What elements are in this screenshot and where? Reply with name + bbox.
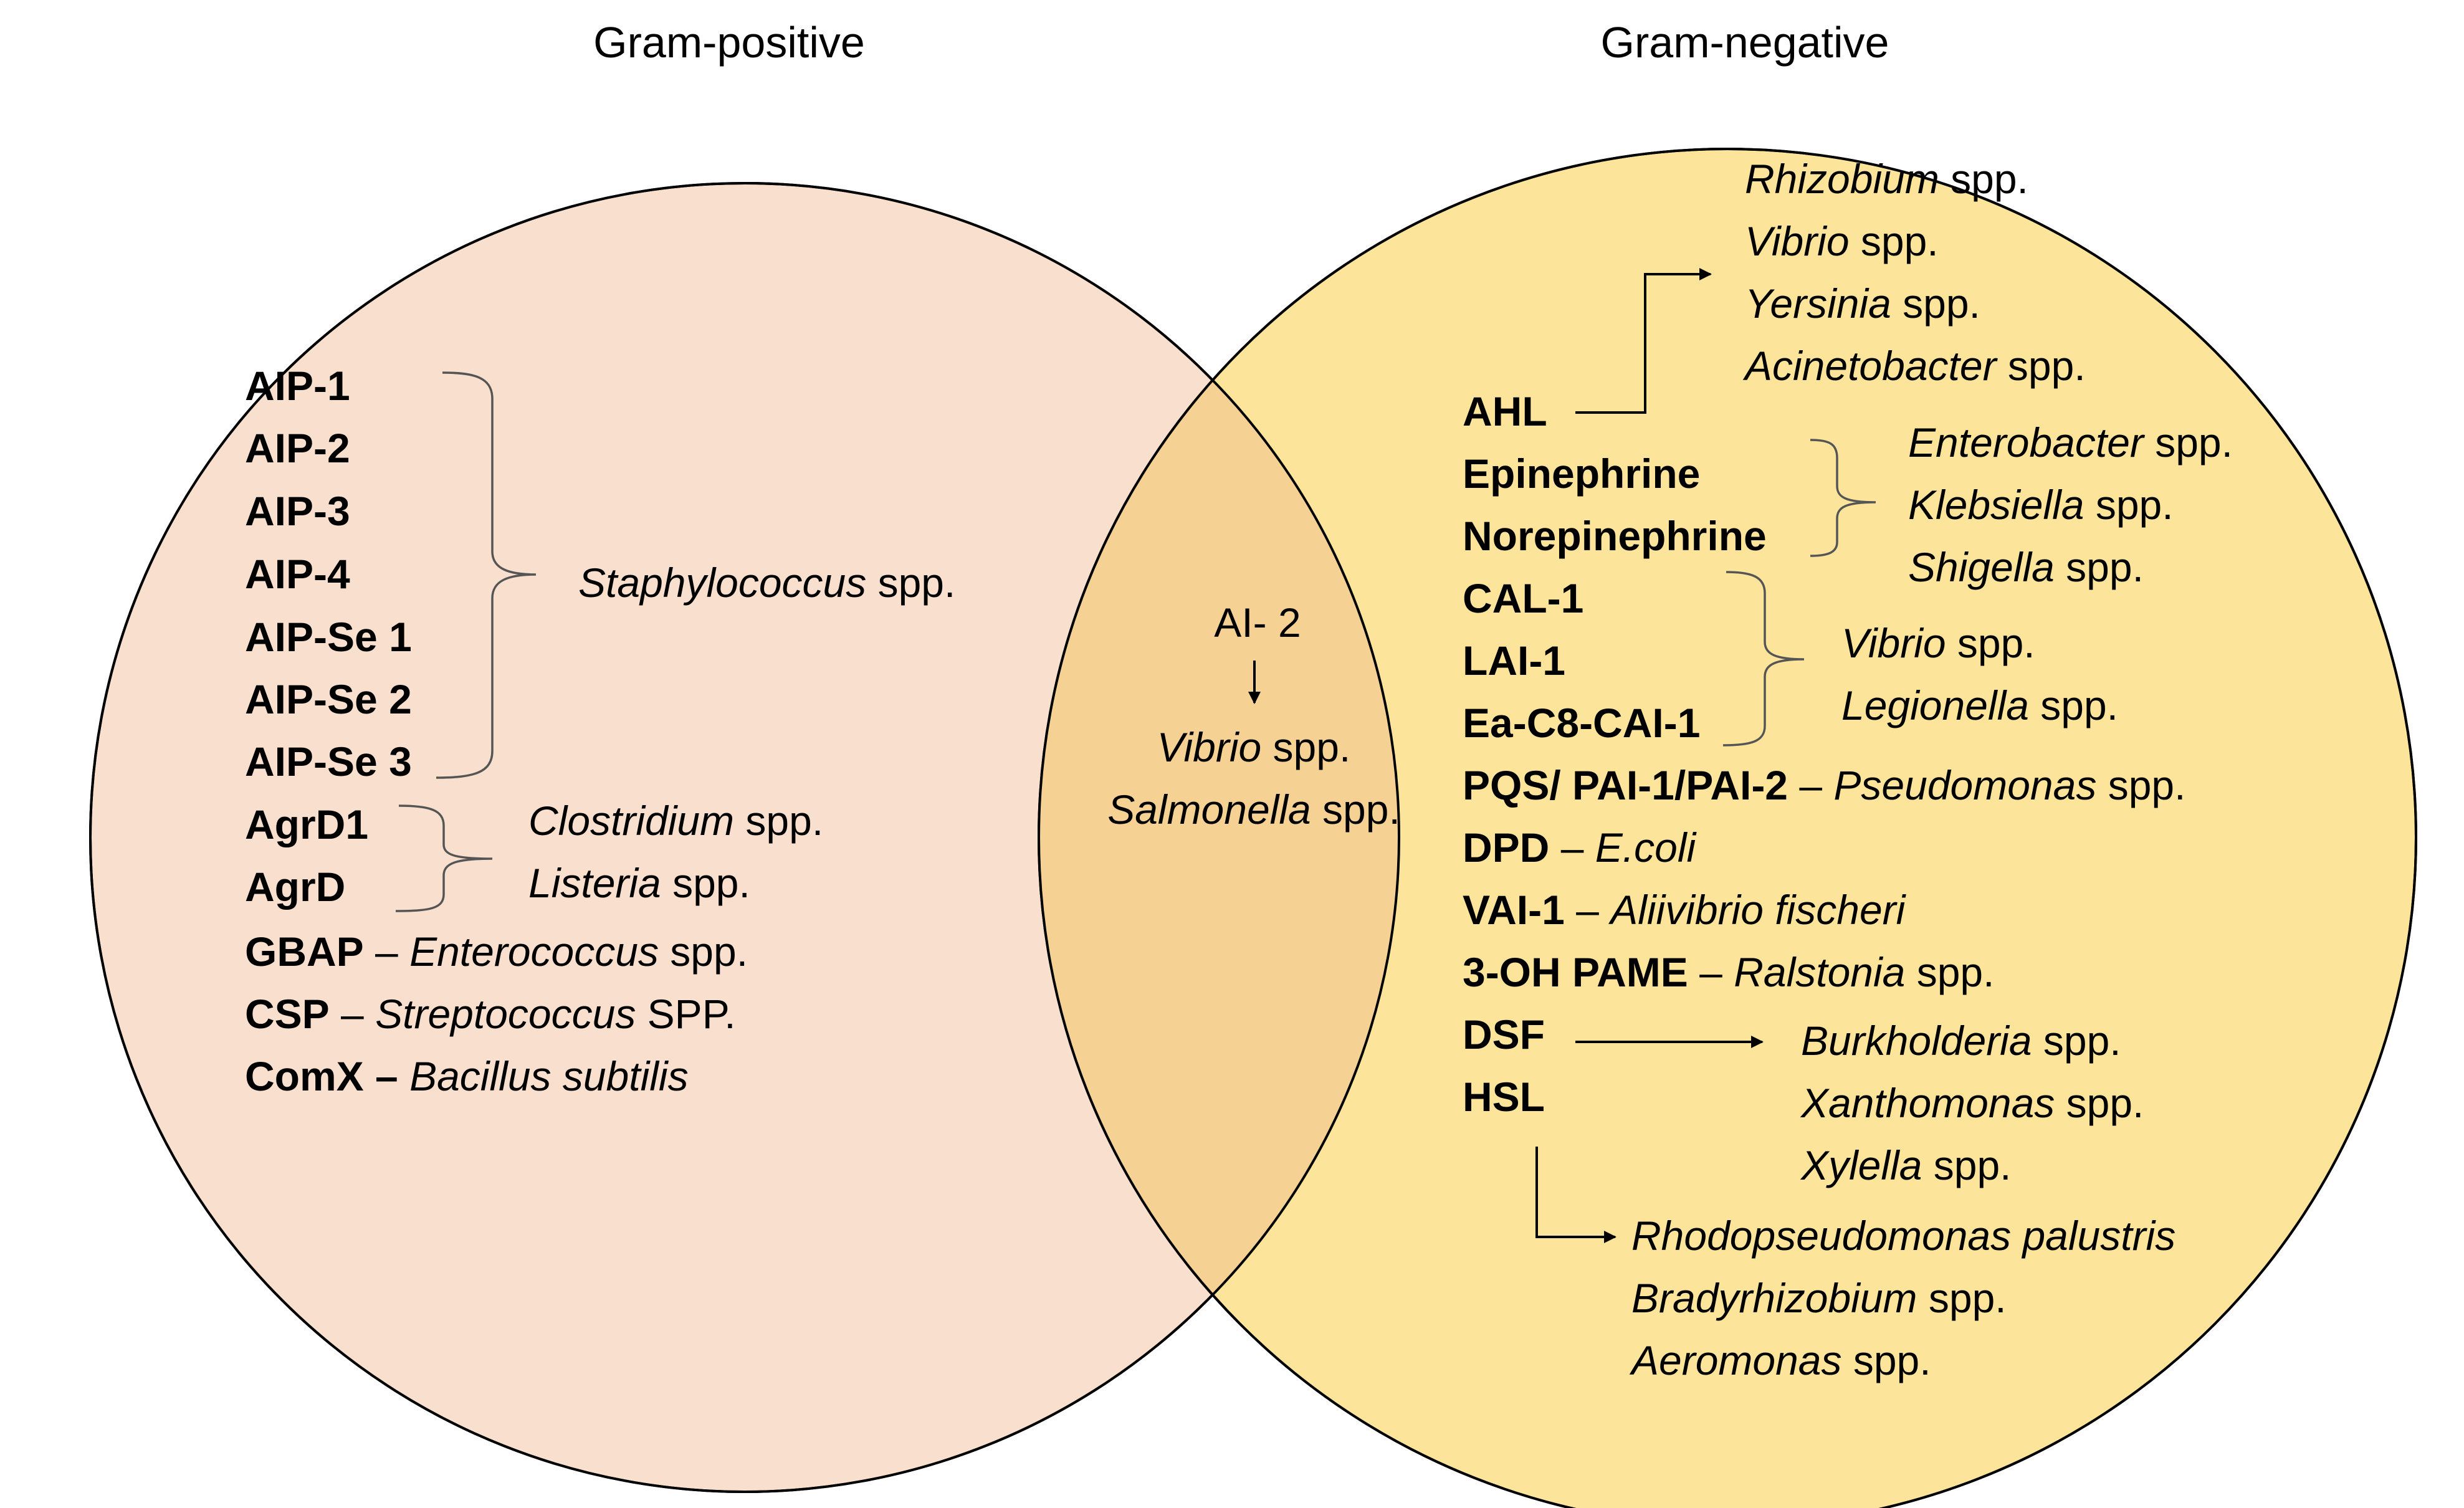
row-pqs: PQS/ PAI-1/PAI-2 – Pseudomonas spp.	[1463, 762, 2185, 808]
signal-aip-se-1: AIP-Se 1	[245, 614, 412, 660]
signal-aip-2: AIP-2	[245, 425, 350, 471]
row-comx: ComX – Bacillus subtilis	[245, 1053, 689, 1099]
row-3-oh-pame: 3-OH PAME – Ralstonia spp.	[1463, 949, 1994, 995]
overlap-species-2: Salmonella spp.	[1107, 786, 1400, 833]
ahl-arrow	[1575, 268, 1712, 414]
aip-species: Staphylococcus spp.	[578, 560, 955, 606]
agr-species-1: Clostridium spp.	[528, 798, 823, 844]
signal-agrd: AgrD	[245, 864, 345, 910]
hsl-species-1: Rhodopseudomonas palustris	[1631, 1213, 2175, 1259]
catecholamine-species-3: Shigella spp.	[1908, 544, 2144, 590]
signal-norepinephrine: Norepinephrine	[1463, 513, 1767, 559]
cai-species-1: Vibrio spp.	[1841, 620, 2035, 666]
signal-aip-se-3: AIP-Se 3	[245, 738, 412, 785]
signal-agrd1: AgrD1	[245, 801, 368, 847]
row-gbap: GBAP – Enterococcus spp.	[245, 928, 748, 975]
signal-dsf: DSF	[1463, 1011, 1545, 1057]
ahl-species-1: Rhizobium spp.	[1745, 156, 2028, 202]
ahl-species-3: Yersinia spp.	[1745, 280, 1980, 327]
signal-cal-1: CAL-1	[1463, 575, 1583, 621]
row-vai-1: VAI-1 – Aliivibrio fischeri	[1463, 887, 1907, 933]
cai-brace	[1722, 571, 1805, 747]
ahl-species-2: Vibrio spp.	[1745, 218, 1939, 264]
row-csp: CSP – Streptococcus SPP.	[245, 991, 736, 1037]
gram-positive-outline	[89, 182, 1400, 1493]
aip-brace	[436, 371, 537, 779]
hsl-arrow	[1535, 1147, 1616, 1243]
signal-lai-1: LAI-1	[1463, 637, 1565, 684]
agr-signals: AgrD1 AgrD	[245, 801, 368, 910]
signal-hsl: HSL	[1463, 1074, 1545, 1120]
signal-aip-4: AIP-4	[245, 551, 350, 597]
cai-species-2: Legionella spp.	[1841, 682, 2118, 728]
gram-positive-title: Gram-positive	[593, 18, 865, 67]
dsf-species-1: Burkholderia spp.	[1801, 1018, 2121, 1064]
row-dpd: DPD – E.coli	[1463, 824, 1697, 871]
signal-aip-3: AIP-3	[245, 488, 350, 534]
hsl-species-2: Bradyrhizobium spp.	[1631, 1275, 2007, 1321]
catecholamine-species-1: Enterobacter spp.	[1908, 419, 2233, 465]
gram-negative-outline	[1038, 148, 2417, 1508]
catecholamine-brace	[1810, 439, 1876, 557]
gram-negative-title: Gram-negative	[1601, 18, 1889, 67]
agr-brace	[395, 804, 493, 912]
catecholamine-species-2: Klebsiella spp.	[1908, 482, 2174, 528]
overlap-species-1: Vibrio spp.	[1157, 724, 1351, 770]
dsf-species-3: Xylella spp.	[1800, 1142, 2012, 1188]
signal-ahl: AHL	[1463, 388, 1547, 434]
aip-signals: AIP-1 AIP-2 AIP-3 AIP-4 AIP-Se 1 AIP-Se …	[245, 363, 412, 785]
agr-species-2: Listeria spp.	[528, 860, 750, 906]
dsf-species-2: Xanthomonas spp.	[1800, 1080, 2144, 1126]
signal-ai-2: AI- 2	[1214, 599, 1301, 646]
ahl-species-4: Acinetobacter spp.	[1742, 343, 2086, 389]
signal-epinephrine: Epinephrine	[1463, 451, 1700, 497]
signal-aip-1: AIP-1	[245, 363, 350, 409]
signal-ea-c8-cai-1: Ea-C8-CAI-1	[1463, 700, 1700, 746]
signal-aip-se-2: AIP-Se 2	[245, 676, 412, 722]
hsl-species-3: Aeromonas spp.	[1629, 1337, 1931, 1383]
